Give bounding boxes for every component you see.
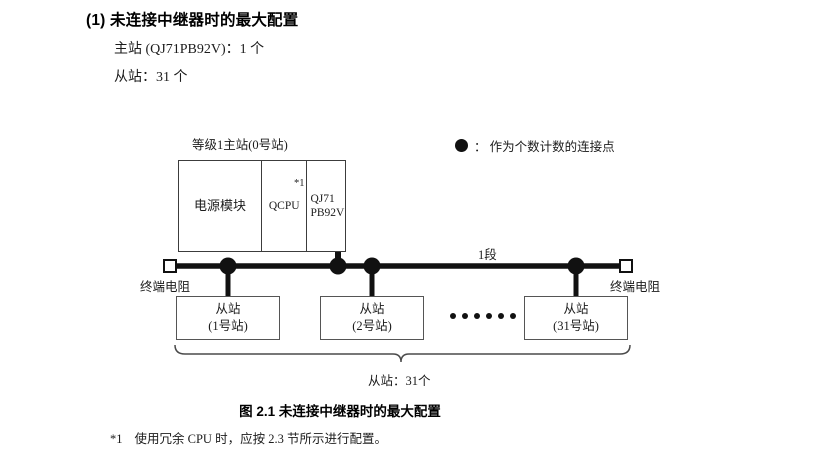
heading-block: (1) 未连接中继器时的最大配置 主站 (QJ71PB92V)：1 个 从站：3… [86,8,686,86]
slave-1-name: 从站 [215,302,241,317]
qj71pb92v-line1: QJ71 [310,192,335,205]
terminator-left-symbol [163,259,177,273]
slave-station-box-31: 从站 (31号站) [524,296,628,340]
footnote-mark: *1 [110,432,123,446]
ellipsis-dots [450,313,516,319]
connection-point-master [329,257,347,275]
ellipsis-dot [474,313,480,319]
legend: ： 作为个数计数的连接点 [455,136,615,155]
ellipsis-dot [462,313,468,319]
slave-2-name: 从站 [359,302,385,317]
slave-2-station: (2号站) [352,319,392,333]
page-title: (1) 未连接中继器时的最大配置 [86,12,299,29]
segment-label: 1段 [478,248,497,262]
footnote: *1 使用冗余 CPU 时，应按 2.3 节所示进行配置。 [110,428,387,447]
filled-circle-icon [455,139,468,152]
ellipsis-dot [486,313,492,319]
terminator-right-symbol [619,259,633,273]
connection-point-slave-1 [219,257,237,275]
terminator-left-label: 终端电阻 [140,280,191,294]
slave-station-box-1: 从站 (1号站) [176,296,280,340]
legend-label: ： 作为个数计数的连接点 [474,140,615,154]
slave-31-name: 从站 [563,302,589,317]
connection-point-slave-2 [363,257,381,275]
figure-caption: 图 2.1 未连接中继器时的最大配置 [239,404,441,419]
terminator-right-label: 终端电阻 [610,280,661,294]
footnote-text: 使用冗余 CPU 时，应按 2.3 节所示进行配置。 [134,432,387,446]
master-station-caption: 等级1主站(0号站) [192,138,288,152]
connection-point-slave-31 [567,257,585,275]
slave-31-station: (31号站) [553,319,599,333]
ellipsis-dot [450,313,456,319]
ellipsis-dot [510,313,516,319]
qcpu-footnote-mark: *1 [293,178,305,189]
slave-group-brace [174,344,631,363]
qcpu-cell: QCPU *1 [262,161,308,251]
qj71pb92v-line2: PB92V [310,207,345,219]
ellipsis-dot [498,313,504,319]
slave-group-label: 从站：31个 [368,374,431,388]
spec-slave-count: 从站：31 个 [114,70,188,85]
qcpu-label: QCPU [268,199,300,212]
spec-master-count: 主站 (QJ71PB92V)：1 个 [114,42,265,57]
master-station-unit: 电源模块 QCPU *1 QJ71 PB92V [178,160,346,252]
slave-1-station: (1号站) [208,319,248,333]
qj71pb92v-label: QJ71 PB92V [310,192,344,221]
slave-station-box-2: 从站 (2号站) [320,296,424,340]
power-module-cell: 电源模块 [179,161,262,251]
qj71pb92v-cell: QJ71 PB92V [307,161,345,251]
